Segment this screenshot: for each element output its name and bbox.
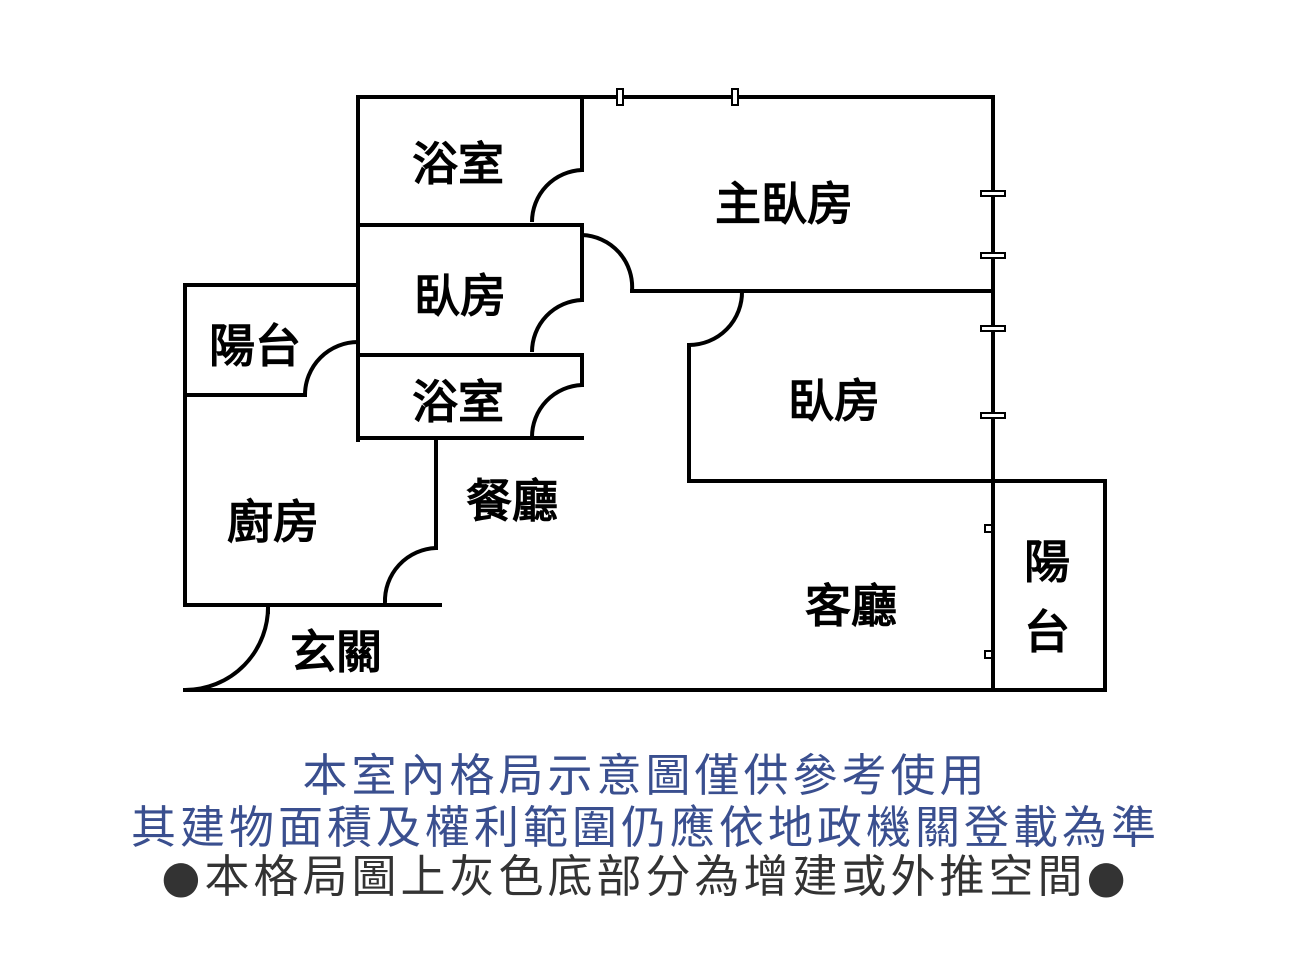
room-label-balcony-1: 陽	[1024, 535, 1070, 589]
disclaimer-line-3: ●本格局圖上灰色底部分為增建或外推空間●	[161, 850, 1130, 903]
room-label-bedroom: 臥房	[788, 374, 880, 428]
room-label-balcony-2: 台	[1024, 605, 1070, 659]
room-label-entrance: 玄關	[290, 625, 382, 679]
door-arcs	[184, 168, 745, 692]
room-label-dining: 餐廳	[466, 474, 558, 528]
room-label-bedroom: 臥房	[414, 269, 506, 323]
disclaimer-line-2: 其建物面積及權利範圍仍應依地政機關登載為準	[130, 801, 1160, 854]
room-label-balcony: 陽台	[209, 319, 301, 373]
walls	[183, 95, 1107, 692]
windows	[616, 88, 1006, 659]
disclaimer-line-1: 本室內格局示意圖僅供參考使用	[302, 749, 989, 802]
room-label-bath: 浴室	[412, 137, 504, 191]
room-label-kitchen: 廚房	[227, 495, 319, 549]
room-label-master-bedroom: 主臥房	[715, 177, 853, 231]
room-label-bath: 浴室	[412, 375, 504, 429]
room-label-living: 客廳	[805, 579, 897, 633]
